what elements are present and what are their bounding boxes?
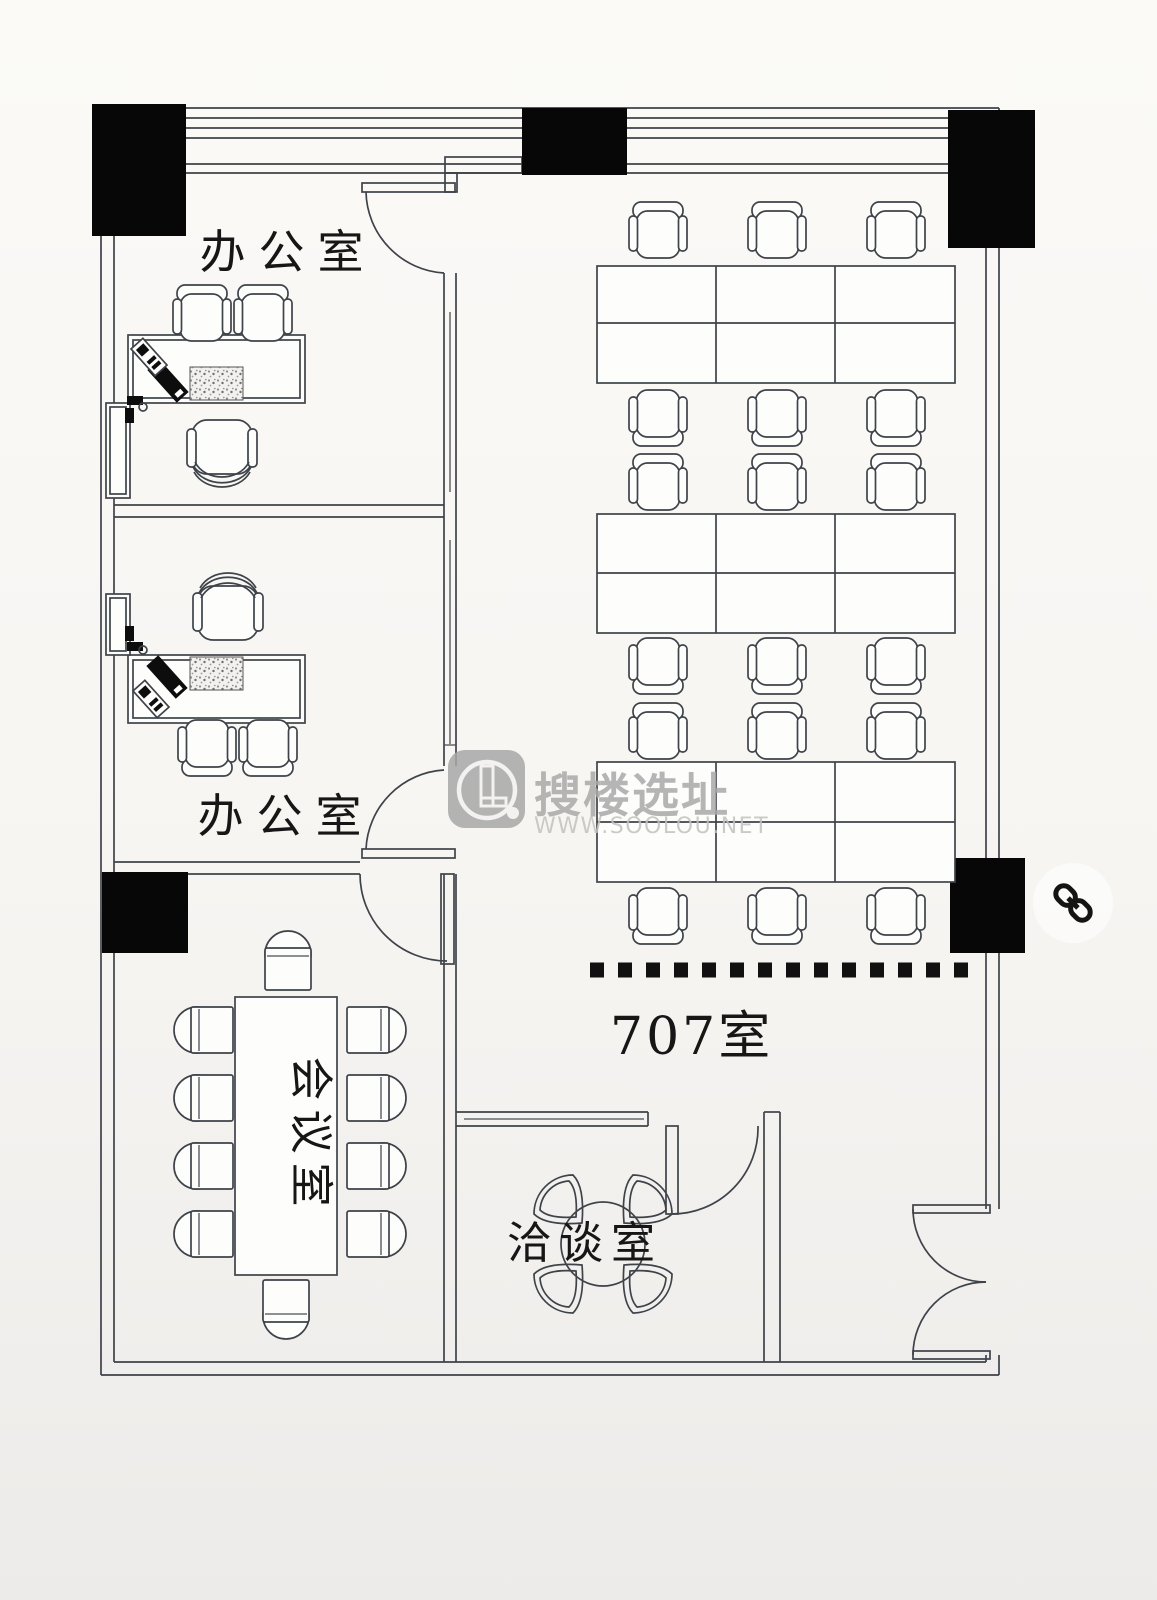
meeting-room-label: 会议室 — [285, 1057, 336, 1216]
watermark: 搜楼选址 WWW.SOOLOU.NET — [448, 750, 769, 839]
room-negotiation: 洽谈室 — [507, 1174, 673, 1314]
keyboard — [146, 655, 188, 699]
door-meeting-room — [359, 873, 455, 965]
desk — [127, 334, 306, 404]
desk-phone — [129, 337, 169, 377]
link-icon — [1053, 883, 1093, 923]
guest-chair — [233, 284, 293, 342]
structural-columns — [92, 104, 1035, 953]
room-number-label: 707室 — [610, 1007, 773, 1067]
conference-table — [234, 996, 338, 1276]
guest-chair — [172, 284, 232, 342]
desk-phone — [131, 679, 171, 719]
column-mid-left — [102, 872, 188, 953]
room-office-1: 办公室 — [105, 225, 377, 499]
column-mid-right — [950, 858, 1025, 953]
workstation-block — [596, 265, 956, 384]
door-main-entrance-double — [912, 1204, 991, 1360]
door-office-2 — [361, 769, 456, 859]
office-chair — [186, 419, 258, 488]
watermark-brand: 搜楼选址 — [534, 769, 730, 824]
negotiation-room-label: 洽谈室 — [507, 1218, 663, 1269]
desk-return — [105, 593, 131, 656]
door-office-1 — [361, 172, 458, 274]
watermark-url: WWW.SOOLOU.NET — [534, 814, 769, 839]
guest-chair — [238, 719, 298, 777]
office-2-label: 办公室 — [198, 789, 375, 843]
open-office-area: 707室 — [590, 201, 976, 1067]
desk — [127, 654, 306, 724]
wall-outlet-items — [125, 626, 148, 655]
guest-chair — [177, 719, 237, 777]
door-negotiation-room — [665, 1125, 759, 1215]
workstation-block — [596, 513, 956, 634]
column-top-right — [948, 110, 1035, 248]
column-top-left — [92, 104, 186, 236]
office-chair — [192, 572, 264, 641]
round-table — [560, 1201, 646, 1287]
link-button[interactable] — [1033, 863, 1113, 943]
room-office-2: 办公室 — [105, 572, 375, 843]
office-1-label: 办公室 — [200, 225, 377, 279]
watermark-logo — [448, 750, 525, 828]
interior-walls — [114, 273, 781, 1362]
room-meeting: 会议室 — [173, 930, 407, 1340]
wall-outlet-items — [125, 396, 148, 423]
workstation-block — [596, 761, 956, 883]
column-top-middle — [522, 108, 627, 175]
